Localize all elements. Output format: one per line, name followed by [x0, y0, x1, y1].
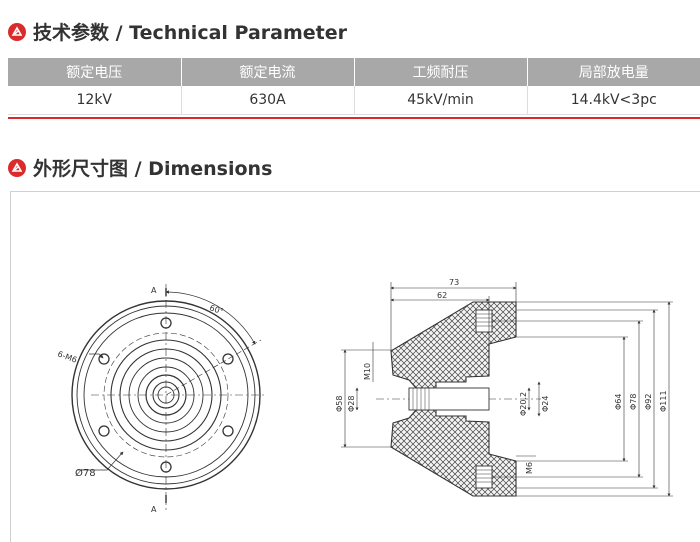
dimensions-title: 外形尺寸图 / Dimensions [33, 158, 273, 180]
dim-phi78: Φ78 [629, 394, 638, 410]
brand-mark-icon [8, 22, 26, 41]
dim-m10: M10 [363, 363, 372, 380]
header-power-frequency-withstand: 工频耐压 [353, 58, 527, 86]
dim-phi92: Φ92 [644, 394, 653, 410]
dim-phi64: Φ64 [614, 394, 623, 410]
front-view [71, 284, 266, 510]
header-rated-voltage: 额定电压 [8, 58, 181, 86]
dim-62: 62 [437, 291, 447, 300]
dim-phi111: Φ111 [659, 390, 668, 412]
technical-parameter-title: 技术参数 / Technical Parameter [33, 22, 347, 44]
technical-parameter-heading: 技术参数 / Technical Parameter [8, 18, 347, 45]
technical-drawing: 60° 6-M6 Ø78 A A [56, 278, 673, 514]
cell-partial-discharge: 14.4kV<3pc [526, 86, 700, 115]
table-header-row: 额定电压 额定电流 工频耐压 局部放电量 [8, 58, 700, 86]
brand-mark-icon [8, 158, 26, 177]
dim-phi58: Φ58 [335, 396, 344, 412]
header-partial-discharge: 局部放电量 [526, 58, 700, 86]
table-row: 12kV 630A 45kV/min 14.4kV<3pc [8, 86, 700, 115]
section-divider [8, 117, 700, 119]
dim-phi24: Φ24 [541, 396, 550, 412]
section-mark-bottom: A [151, 505, 157, 514]
diameter-label: Ø78 [75, 467, 96, 479]
dim-73: 73 [449, 278, 459, 287]
dimensions-heading: 外形尺寸图 / Dimensions [8, 154, 272, 181]
cell-rated-current: 630A [180, 86, 354, 115]
cell-power-frequency-withstand: 45kV/min [353, 86, 527, 115]
header-rated-current: 额定电流 [180, 58, 354, 86]
angle-label: 60° [208, 303, 224, 316]
section-mark-top: A [151, 286, 157, 295]
dim-phi20-2: Φ20.2 [519, 392, 528, 416]
technical-parameter-table: 额定电压 额定电流 工频耐压 局部放电量 12kV 630A 45kV/min … [8, 58, 700, 115]
holes-label: 6-M6 [56, 349, 78, 364]
dim-m6: M6 [525, 462, 534, 474]
dim-phi28: Φ28 [347, 396, 356, 412]
dimension-drawing: 60° 6-M6 Ø78 A A [10, 191, 700, 542]
cell-rated-voltage: 12kV [8, 86, 181, 115]
side-view [341, 282, 673, 497]
